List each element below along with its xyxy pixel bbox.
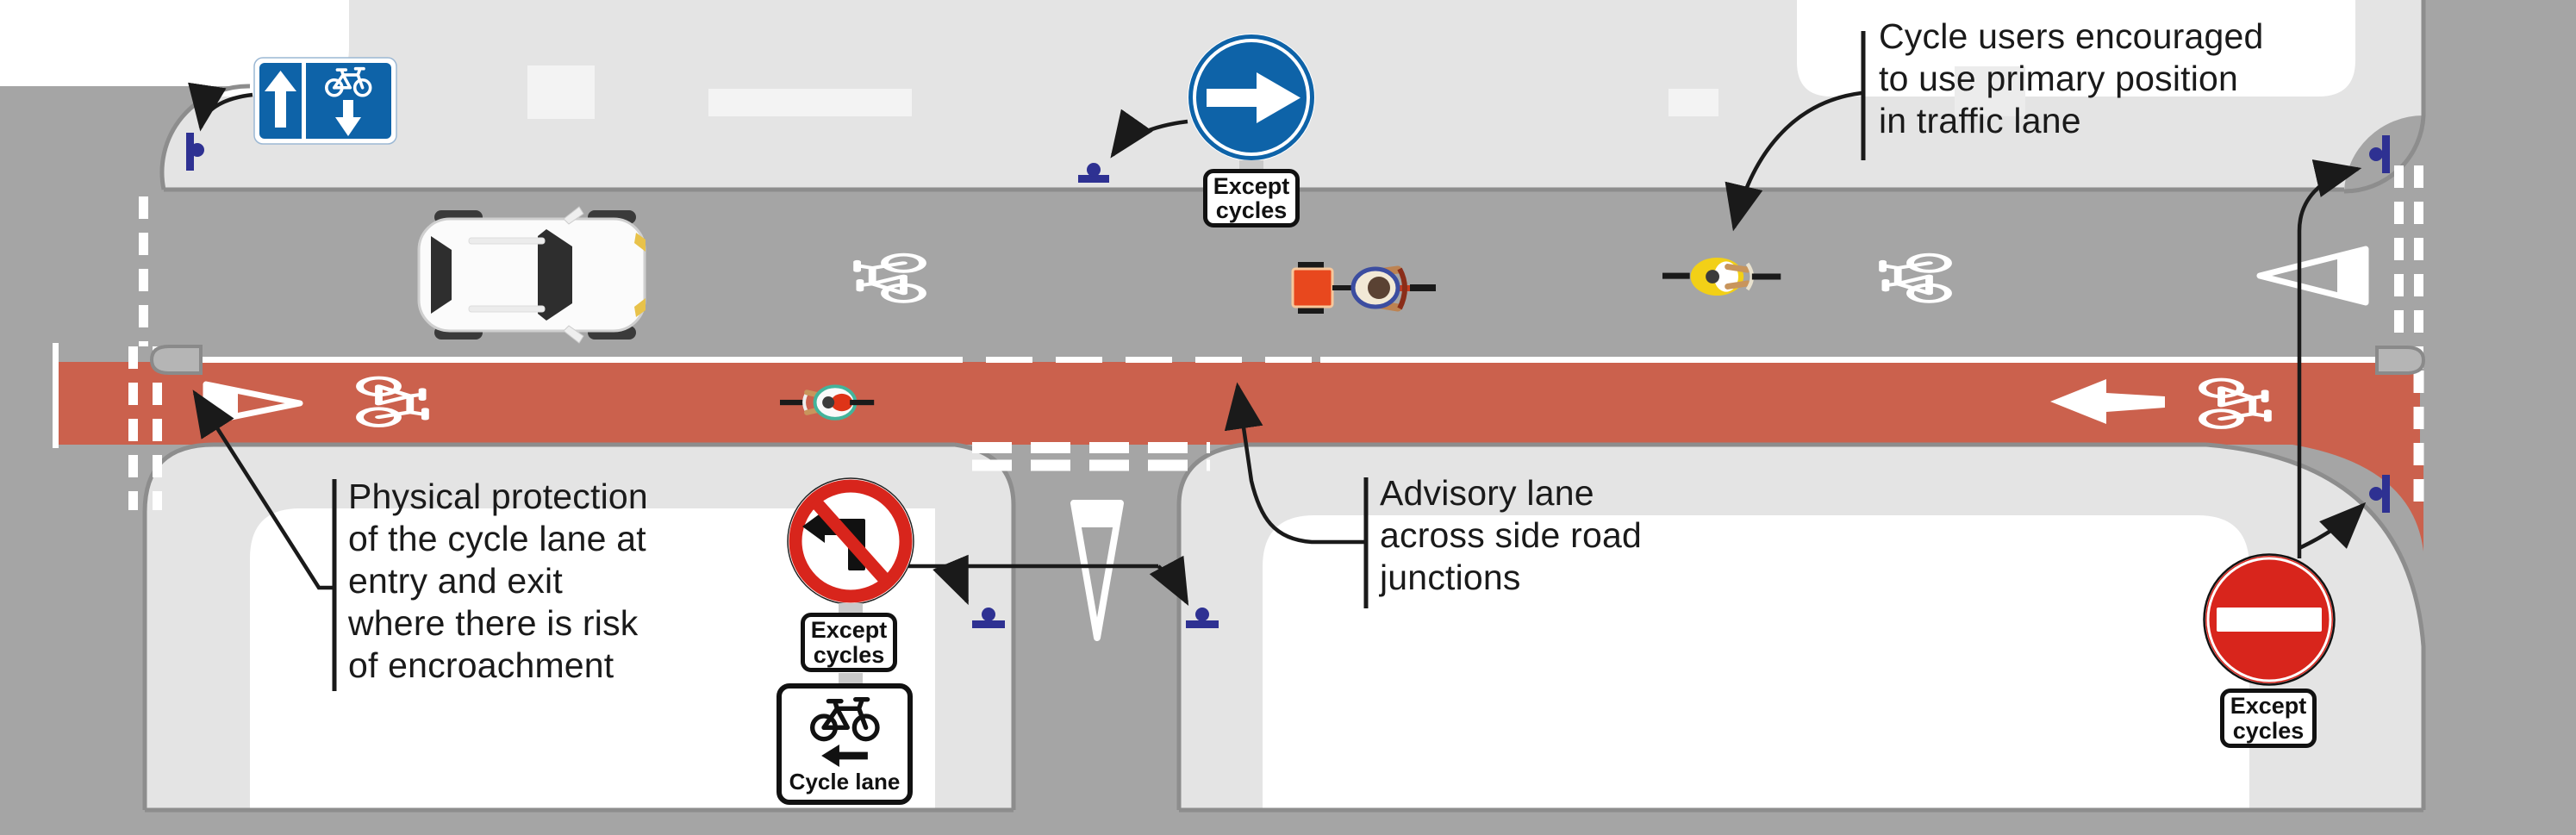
cycle-lane-sign: Cycle lane xyxy=(777,683,913,805)
building-top-right xyxy=(1797,0,2355,97)
right-side-road xyxy=(2423,0,2576,835)
sign-post xyxy=(1239,160,1263,170)
entry-curb-left xyxy=(149,345,203,375)
except-cycles-plate: Except cycles xyxy=(1203,169,1300,227)
leader-no-entry-top xyxy=(2297,159,2362,558)
left-side-road xyxy=(0,86,145,835)
except-cycles-plate: Except cycles xyxy=(2220,689,2317,748)
left-arrow-icon xyxy=(821,744,868,767)
annotation-cycle-users: Cycle users encouraged to use primary po… xyxy=(1879,16,2264,140)
no-entry-sign xyxy=(2203,553,2336,686)
leader-physical-protection xyxy=(192,389,334,590)
right-junction-give-way-lines xyxy=(2394,165,2424,507)
contraflow-cycle-lane-sign xyxy=(253,57,397,145)
annotation-physical-protection: Physical protection of the cycle lane at… xyxy=(348,477,648,685)
down-arrow-icon xyxy=(335,100,361,136)
bollard-icon-right-top xyxy=(2369,135,2390,173)
left-junction-give-way-lines xyxy=(128,196,162,510)
side-road-give-way-lines xyxy=(972,442,1210,471)
except-cycles-plate: Except cycles xyxy=(801,613,897,672)
no-entry-bar xyxy=(2217,608,2322,632)
building-bottom-right xyxy=(1263,515,2249,810)
bollard-icon-side-road-right xyxy=(1186,608,1219,628)
leader-cycle-users xyxy=(1725,90,1862,232)
cycle-lane-arrow-left xyxy=(2050,379,2165,424)
cyclist-contraflow xyxy=(780,384,875,421)
leader-no-entry-bottom xyxy=(2298,502,2367,551)
building-bottom-left xyxy=(250,508,935,810)
leader-turn-right-sign xyxy=(1110,109,1188,159)
right-arrow-icon xyxy=(1207,72,1300,123)
car xyxy=(417,206,646,344)
turn-right-sign xyxy=(1188,34,1315,170)
bottom-road xyxy=(0,810,2576,835)
protection-curbs xyxy=(149,345,2426,375)
leader-advisory-lane xyxy=(1224,382,1364,545)
give-way-triangle-right xyxy=(2256,246,2369,306)
bollard-icon-turn-right xyxy=(1078,163,1109,183)
annotation-leaders xyxy=(188,31,2367,691)
annotation-advisory-lane: Advisory lane across side road junctions xyxy=(1380,473,1643,597)
give-way-triangle-side-road xyxy=(1070,500,1124,641)
sign-post xyxy=(839,603,863,614)
up-arrow-icon xyxy=(265,71,296,128)
cargo-bike-rider xyxy=(1291,262,1436,314)
cycle-lane-sign-label: Cycle lane xyxy=(789,769,901,794)
bollard-icon-side-road-left xyxy=(972,608,1005,628)
cyclist-primary-position xyxy=(1662,258,1781,296)
leader-contraflow-sign xyxy=(188,82,253,132)
sign-post-markers xyxy=(186,133,2390,628)
buildings xyxy=(0,0,2355,810)
exit-curb-right xyxy=(2375,346,2426,375)
no-left-turn-sign xyxy=(787,477,914,684)
bicycle-icon xyxy=(801,694,888,742)
bollard-icon-left xyxy=(186,133,204,171)
bollard-icon-right-bottom xyxy=(2369,475,2390,513)
sign-post xyxy=(839,673,863,684)
